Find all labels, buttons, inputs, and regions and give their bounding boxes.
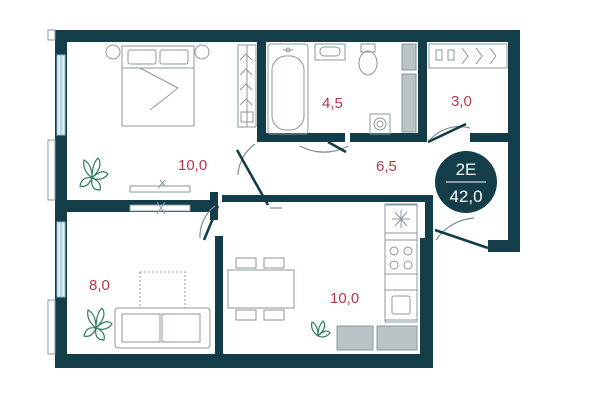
apartment-total-area: 42,0 <box>449 187 482 206</box>
shaft <box>401 43 417 71</box>
shaft <box>336 325 374 351</box>
shaft <box>401 73 417 133</box>
kitchen-sink-icon <box>384 289 418 321</box>
hallway-area: 6,5 <box>376 158 397 175</box>
fridge-icon <box>384 204 418 234</box>
plant-icon <box>79 157 109 191</box>
stove-icon <box>384 239 418 275</box>
kitchen-area: 10,0 <box>330 290 359 307</box>
bathtub-icon <box>267 43 309 135</box>
toilet-icon <box>358 43 378 76</box>
sofa-icon <box>114 271 211 349</box>
bathroom <box>267 43 417 135</box>
kitchen <box>227 203 418 351</box>
hanger-rail-icon <box>428 43 508 69</box>
shaft <box>376 325 418 351</box>
living-room <box>83 271 211 349</box>
sink-icon <box>314 43 346 61</box>
plant-icon <box>83 307 113 341</box>
apartment-type: 2E <box>456 160 477 179</box>
wardrobe-icon <box>237 44 257 128</box>
plant-icon <box>311 320 331 338</box>
bed-icon <box>105 44 210 127</box>
window-sill-heater <box>129 179 191 215</box>
dining-table-icon <box>227 257 295 321</box>
apartment-badge: 2E 42,0 <box>435 151 497 213</box>
bathroom-area: 4,5 <box>322 95 343 112</box>
wardrobe-room <box>428 43 508 69</box>
living-room-area: 8,0 <box>89 277 110 294</box>
wardrobe-area: 3,0 <box>451 93 472 110</box>
bedroom <box>79 44 257 215</box>
windows <box>47 29 66 355</box>
doors <box>199 122 489 250</box>
bedroom-area: 10,0 <box>178 157 207 174</box>
washing-machine-icon <box>369 113 391 135</box>
